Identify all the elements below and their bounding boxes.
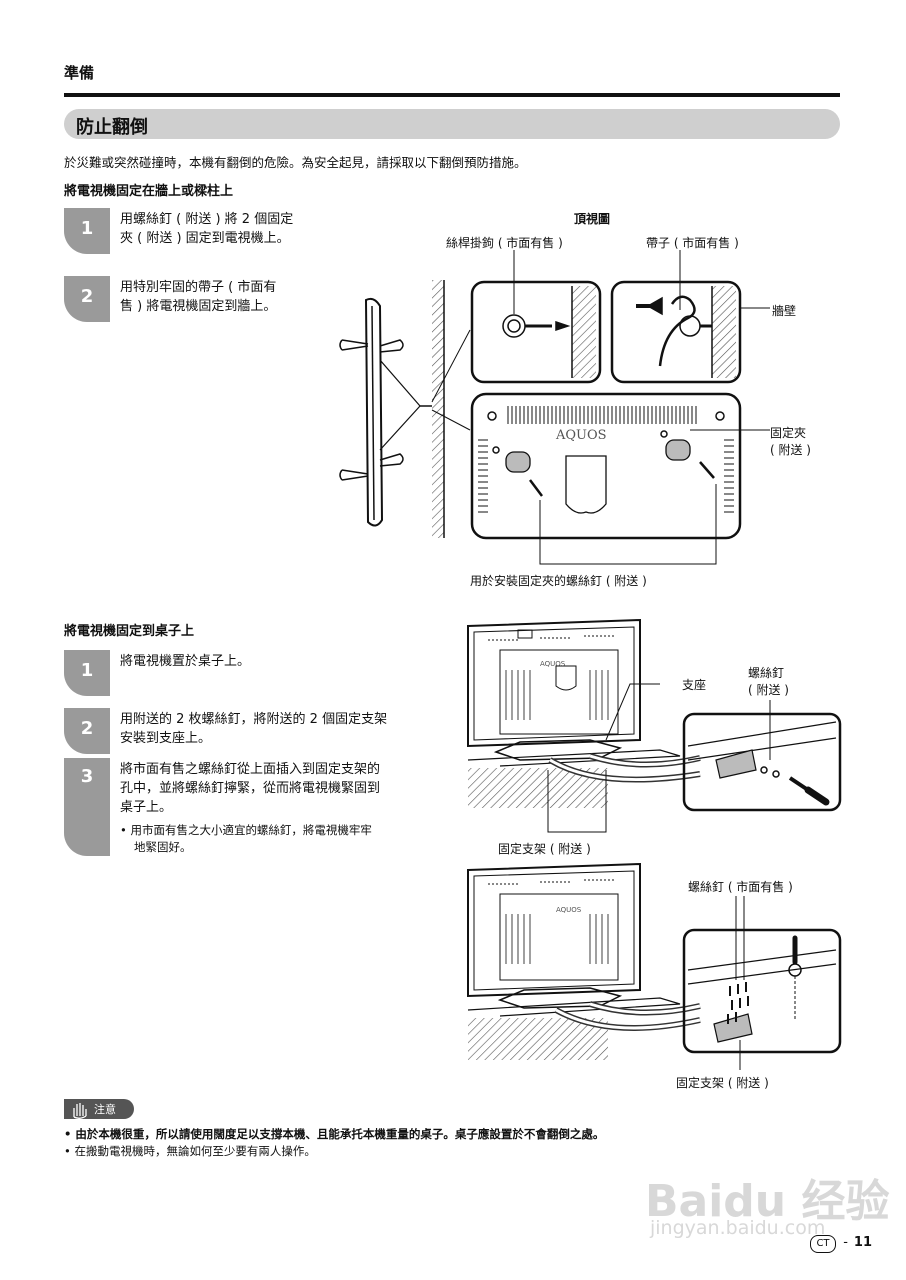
top-view-label: 頂視圖 [574,212,611,226]
bracket-label-1: 固定支架 ( 附送 ) [498,842,591,856]
baidu-watermark-url: jingyan.baidu.com [650,1217,826,1239]
wall-step-1-text: 用螺絲釘 ( 附送 ) 將 2 個固定夾 ( 附送 ) 固定到電視機上。 [120,212,294,246]
clamp-label: 固定夾( 附送 ) [770,426,811,457]
screw-supplied-label: 螺絲釘( 附送 ) [748,666,789,697]
table-step-2-text: 用附送的 2 枚螺絲釘，將附送的 2 個固定支架安裝到支座上。 [120,712,388,746]
tv-brand-small-1: AQUOS [540,660,566,668]
wall-step-2-number: 2 [64,276,110,322]
page-number: 11 [853,1235,872,1250]
header-rule [64,93,840,97]
caution-item-2: • 在搬動電視機時，無論如何至少要有兩人操作。 [64,1144,316,1158]
wall-step-1-number: 1 [64,208,110,254]
screw-market-label: 螺絲釘 ( 市面有售 ) [688,880,793,894]
caution-label: 注意 [94,1103,116,1116]
intro-text: 於災難或突然碰撞時，本機有翻倒的危險。為安全起見，請採取以下翻倒預防措施。 [64,155,527,170]
bracket-label-2: 固定支架 ( 附送 ) [676,1076,769,1090]
table-subhead: 將電視機固定到桌子上 [64,624,195,639]
language-badge: CT [810,1235,836,1253]
tv-brand-small-2: AQUOS [556,906,582,914]
table-diagram-1 [467,618,842,833]
baidu-watermark: Baidu 经验 [645,1176,890,1227]
table-step-3-note: • 用市面有售之大小適宜的螺絲釘，將電視機牢牢地緊固好。 [120,823,372,854]
wall-subhead: 將電視機固定在牆上或樑柱上 [64,184,234,199]
table-step-3-number: 3 [64,758,110,856]
table-step-3-text: 將市面有售之螺絲釘從上面插入到固定支架的孔中，並將螺絲釘擰緊，從而將電視機緊固到… [120,762,381,815]
table-step-2-number: 2 [64,708,110,754]
table-step-1-number: 1 [64,650,110,696]
caution-item-1: • 由於本機很重，所以請使用闊度足以支撐本機、且能承托本機重量的桌子。桌子應設置… [64,1127,605,1141]
tv-brand-logo: AQUOS [556,428,607,443]
wall-label: 牆壁 [772,304,797,318]
table-step-1-text: 將電視機置於桌子上。 [120,654,251,669]
strap-label: 帶子 ( 市面有售 ) [646,236,739,250]
clamp-screws-label: 用於安裝固定夾的螺絲釘 ( 附送 ) [470,574,647,588]
table-diagram-2 [467,862,842,1070]
stand-label: 支座 [682,678,707,692]
hand-icon [73,1103,87,1119]
section-title-bar [64,109,840,139]
eye-hook-label: 絲桿掛鉤 ( 市面有售 ) [446,236,563,250]
page-dash: - [843,1235,848,1250]
wall-diagram [339,250,770,565]
section-title: 防止翻倒 [76,117,148,138]
caution-badge [64,1099,134,1119]
wall-step-2-text: 用特別牢固的帶子 ( 市面有售 ) 將電視機固定到牆上。 [120,280,277,314]
page-section-title: 準備 [64,64,95,82]
